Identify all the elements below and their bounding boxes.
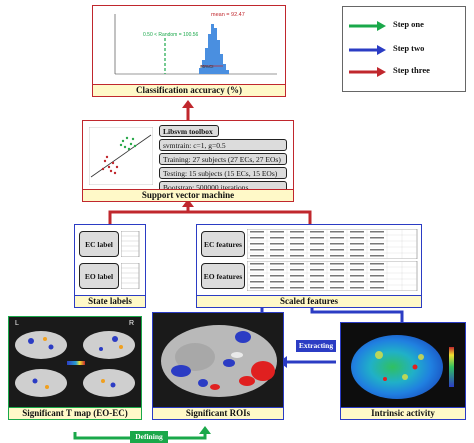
defining-label: Defining <box>130 431 168 443</box>
scaled-features-title: Scaled features <box>196 295 422 308</box>
legend-step-three: Step three <box>349 65 461 79</box>
rois-title: Significant ROIs <box>152 407 284 420</box>
rois-brain <box>161 325 277 397</box>
extracting-label: Extracting <box>296 340 336 352</box>
intrinsic-brain <box>351 335 454 399</box>
ci-label: 95%CI <box>200 64 214 69</box>
histogram-bars <box>199 24 229 74</box>
svm-title: Support vector machine <box>82 189 294 202</box>
legend-step-one: Step one <box>349 19 461 33</box>
eo-label-box: EO label <box>79 263 119 289</box>
green-arrow-icon <box>349 21 386 31</box>
ec-features-box: EC features <box>201 231 245 257</box>
tmap-title: Significant T map (EO-EC) <box>8 407 142 420</box>
rois-panel: Significant ROIs <box>152 312 284 420</box>
intrinsic-title: Intrinsic activity <box>340 407 466 420</box>
eo-label-column <box>121 263 140 289</box>
testing-label: Testing: 15 subjects (15 ECs, 15 EOs) <box>159 167 287 179</box>
legend-step-two: Step two <box>349 43 461 57</box>
svm-to-accuracy-arrowhead <box>182 100 194 108</box>
ec-label-column <box>121 231 140 257</box>
defining-arrowhead <box>199 426 211 434</box>
mean-label: mean = 92.47 <box>211 12 245 18</box>
tmap-panel: L R Significant T map (EO-EC) <box>8 316 142 420</box>
merge-to-svm-arrowhead <box>182 199 194 207</box>
intrinsic-panel: Intrinsic activity <box>340 322 466 420</box>
legend-label: Step two <box>393 43 425 53</box>
tmap-brains <box>15 331 135 397</box>
training-label: Training: 27 subjects (27 ECs, 27 EOs) <box>159 153 287 165</box>
toolbox-label: Libsvm toolbox <box>159 125 219 137</box>
state-labels-panel: EC label EO label State labels <box>74 224 146 308</box>
legend-label: Step one <box>393 19 424 29</box>
state-labels-title: State labels <box>74 295 146 308</box>
features-merge-line <box>108 210 312 226</box>
legend-box: Step one Step two Step three <box>342 6 466 92</box>
eo-features-table <box>247 261 418 291</box>
eo-features-box: EO features <box>201 263 245 289</box>
ec-label-box: EC label <box>79 231 119 257</box>
left-mark: L <box>15 320 19 327</box>
classification-title: Classification accuracy (%) <box>92 84 286 97</box>
legend-label: Step three <box>393 65 430 75</box>
red-arrow-icon <box>349 67 386 77</box>
svmtrain-label: svmtrain: c=1, g=0.5 <box>159 139 287 151</box>
accuracy-histogram <box>114 14 277 75</box>
classification-panel: mean = 92.47 0.50 < Random = 100.56 95%C… <box>92 5 286 97</box>
svm-panel: Libsvm toolbox svmtrain: c=1, g=0.5 Trai… <box>82 120 294 202</box>
right-mark: R <box>129 320 135 327</box>
scaled-features-panel: EC features EO features <box>196 224 422 308</box>
svm-scatter-plot <box>89 127 153 185</box>
ec-features-table <box>247 229 418 259</box>
blue-arrow-icon <box>349 45 386 55</box>
intrinsic-to-features-line <box>310 306 404 322</box>
random-label: 0.50 < Random = 100.56 <box>143 32 199 38</box>
